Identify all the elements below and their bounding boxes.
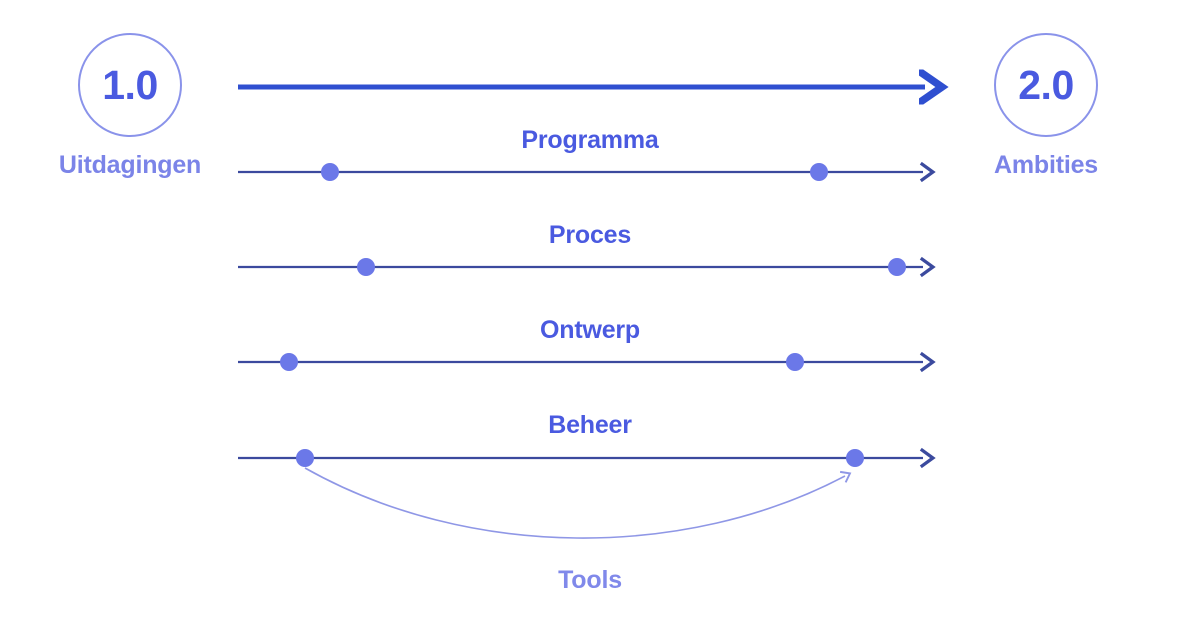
- track-label: Beheer: [548, 411, 632, 439]
- track-dot-end[interactable]: [810, 163, 828, 181]
- track-dot-start[interactable]: [296, 449, 314, 467]
- version-number-right: 2.0: [1018, 61, 1074, 108]
- timeline-track: [238, 447, 936, 469]
- track-dot-start[interactable]: [280, 353, 298, 371]
- version-circle-left: 1.0: [78, 33, 182, 137]
- endpoint-left: 1.0 Uitdagingen: [26, 33, 234, 180]
- tracks-layer: [238, 161, 936, 469]
- endpoint-label-right: Ambities: [994, 151, 1098, 179]
- version-number-left: 1.0: [102, 61, 158, 108]
- track-dot-end[interactable]: [846, 449, 864, 467]
- track-label: Proces: [548, 221, 632, 249]
- track-label: Ontwerp: [540, 316, 640, 344]
- track-dot-start[interactable]: [321, 163, 339, 181]
- tools-arc-group: [304, 467, 852, 539]
- track-dot-end[interactable]: [786, 353, 804, 371]
- timeline-track: [238, 161, 936, 183]
- version-circle-right: 2.0: [994, 33, 1098, 137]
- tools-arc-path: [304, 467, 852, 539]
- arc-label-tools: Tools: [558, 566, 622, 594]
- endpoint-right: 2.0 Ambities: [942, 33, 1150, 180]
- endpoint-label-left: Uitdagingen: [58, 151, 202, 179]
- timeline-track: [238, 351, 936, 373]
- timeline-track: [238, 256, 936, 278]
- track-dot-end[interactable]: [888, 258, 906, 276]
- track-label: Programma: [521, 126, 659, 154]
- track-dot-start[interactable]: [357, 258, 375, 276]
